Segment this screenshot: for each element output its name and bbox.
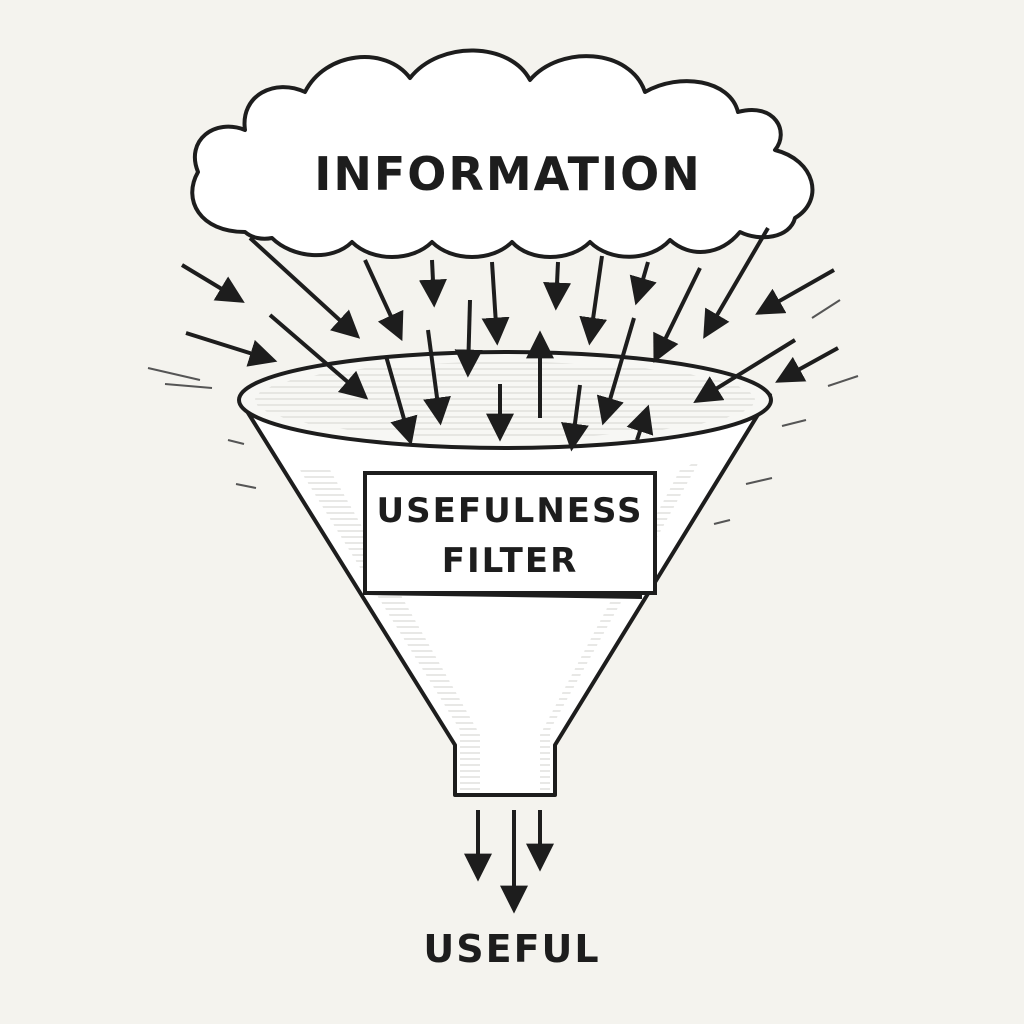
streak-left-3 [227, 439, 245, 445]
arrow-in-19 [693, 338, 797, 403]
filter-label-line1: USEFULNESS [377, 491, 644, 531]
incoming-arrows [180, 226, 839, 452]
funnel-opening-shade [255, 362, 755, 438]
streak-left-2 [164, 383, 213, 389]
arrow-in-1 [180, 263, 245, 303]
arrow-in-14 [561, 384, 589, 452]
cloud-shape [190, 48, 815, 259]
arrow-in-15 [596, 317, 636, 426]
streak-left-4 [235, 483, 257, 489]
streak-right-1 [811, 299, 841, 319]
cloud-label: INFORMATION [314, 147, 701, 201]
streak-right-5 [713, 519, 731, 525]
filter-box [363, 471, 657, 595]
information-cloud: INFORMATION [190, 48, 815, 259]
streak-right-4 [745, 477, 773, 485]
arrow-in-4 [268, 313, 369, 400]
arrow-in-9 [454, 299, 483, 378]
arrow-in-6 [384, 355, 418, 446]
arrow-in-21 [775, 346, 839, 383]
arrow-in-10 [481, 261, 510, 346]
arrow-in-20 [755, 268, 835, 315]
arrow-in-13 [579, 255, 608, 346]
motion-streaks [147, 299, 859, 525]
arrow-in-12 [543, 261, 572, 311]
funnel-shading [300, 470, 480, 790]
streak-right-3 [781, 419, 807, 427]
output-label: USEFUL [423, 927, 600, 971]
arrow-in-2 [185, 331, 278, 367]
arrow-in-17 [653, 267, 702, 364]
arrow-in-18 [703, 226, 770, 339]
arrow-in-3 [248, 236, 361, 339]
arrow-in-7 [418, 259, 447, 308]
streak-right-2 [827, 375, 859, 387]
outgoing-arrows [464, 810, 554, 914]
arrow-in-8 [423, 329, 451, 426]
streak-left-1 [147, 367, 201, 381]
arrow-up-2 [626, 404, 654, 441]
arrow-in-5 [363, 259, 404, 342]
arrow-in-16 [629, 261, 657, 306]
filter-label-line2: FILTER [442, 541, 579, 581]
funnel: USEFULNESS FILTER [237, 350, 773, 797]
